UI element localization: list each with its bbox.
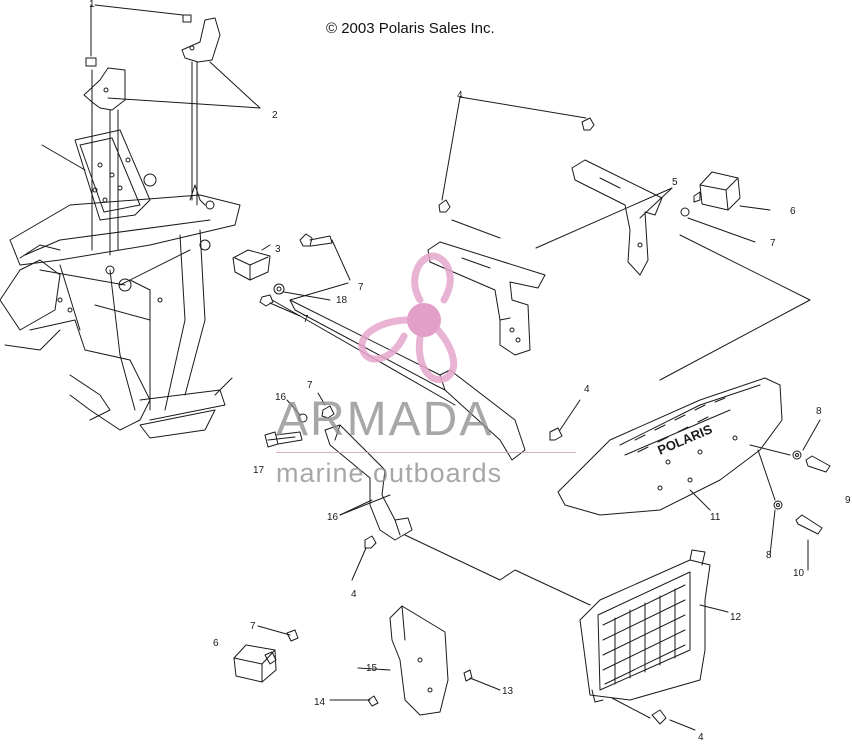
frame-leader-line bbox=[41, 144, 86, 171]
part-3-block bbox=[232, 244, 271, 281]
part-label: 11 bbox=[710, 512, 721, 523]
part-label: 14 bbox=[314, 697, 326, 708]
part-label: 7 bbox=[770, 238, 776, 249]
part-number-labels: 1 2 3 4 4 4 4 5 6 7 7 7 7 7 8 8 9 10 11 … bbox=[89, 0, 851, 743]
propeller-logo-icon bbox=[358, 252, 458, 384]
part-label: 1 bbox=[89, 0, 95, 10]
part-label: 4 bbox=[351, 589, 357, 600]
fastener-group-7-18 bbox=[259, 233, 351, 317]
watermark-tagline: marine outboards bbox=[276, 458, 503, 488]
part-label: 7 bbox=[250, 621, 256, 632]
fastener-group-13-14 bbox=[367, 669, 473, 707]
part-label: 7 bbox=[307, 380, 313, 391]
fastener-group-8-9-10 bbox=[773, 450, 831, 535]
part-label: 4 bbox=[457, 90, 463, 101]
part-label: 16 bbox=[327, 512, 339, 523]
lower-bracket-16 bbox=[324, 424, 413, 541]
bracket-5-left bbox=[427, 241, 546, 356]
part-6-module-bottom bbox=[233, 629, 299, 683]
radiator-12 bbox=[579, 549, 711, 725]
fastener-group-1 bbox=[85, 4, 192, 67]
part-label: 9 bbox=[845, 495, 851, 506]
part-label: 16 bbox=[275, 392, 287, 403]
fastener-4-center bbox=[364, 427, 563, 549]
part-label: 10 bbox=[793, 568, 805, 579]
part-label: 6 bbox=[213, 638, 219, 649]
part-label: 3 bbox=[275, 244, 281, 255]
part-label: 4 bbox=[584, 384, 590, 395]
part-label: 7 bbox=[303, 314, 309, 325]
watermark-divider bbox=[276, 452, 576, 453]
part-label: 18 bbox=[336, 295, 348, 306]
part-label: 8 bbox=[816, 406, 822, 417]
part-label: 2 bbox=[272, 110, 278, 121]
part-label: 13 bbox=[502, 686, 514, 697]
front-bumper-11: POLARIS bbox=[557, 377, 783, 516]
upper-bracket-pair bbox=[83, 17, 261, 256]
bracket-15 bbox=[389, 605, 449, 716]
fastener-group-4-top bbox=[438, 96, 595, 239]
part-label: 4 bbox=[698, 732, 704, 740]
part-label: 12 bbox=[730, 612, 742, 623]
bracket-5-right bbox=[571, 159, 663, 276]
part-label: 15 bbox=[366, 663, 378, 674]
copyright-notice: © 2003 Polaris Sales Inc. bbox=[326, 20, 495, 37]
part-label: 17 bbox=[253, 465, 265, 476]
leader-lines bbox=[257, 187, 821, 731]
watermark-brand: ARMADA bbox=[276, 393, 494, 446]
part-label: 7 bbox=[358, 282, 364, 293]
frame-assembly bbox=[0, 129, 241, 439]
bumper-emblem: POLARIS bbox=[655, 421, 714, 458]
part-label: 5 bbox=[672, 177, 678, 188]
part-6-module-top bbox=[680, 171, 741, 217]
part-label: 6 bbox=[790, 206, 796, 217]
part-label: 8 bbox=[766, 550, 772, 561]
fastener-group-17-18 bbox=[264, 405, 335, 448]
